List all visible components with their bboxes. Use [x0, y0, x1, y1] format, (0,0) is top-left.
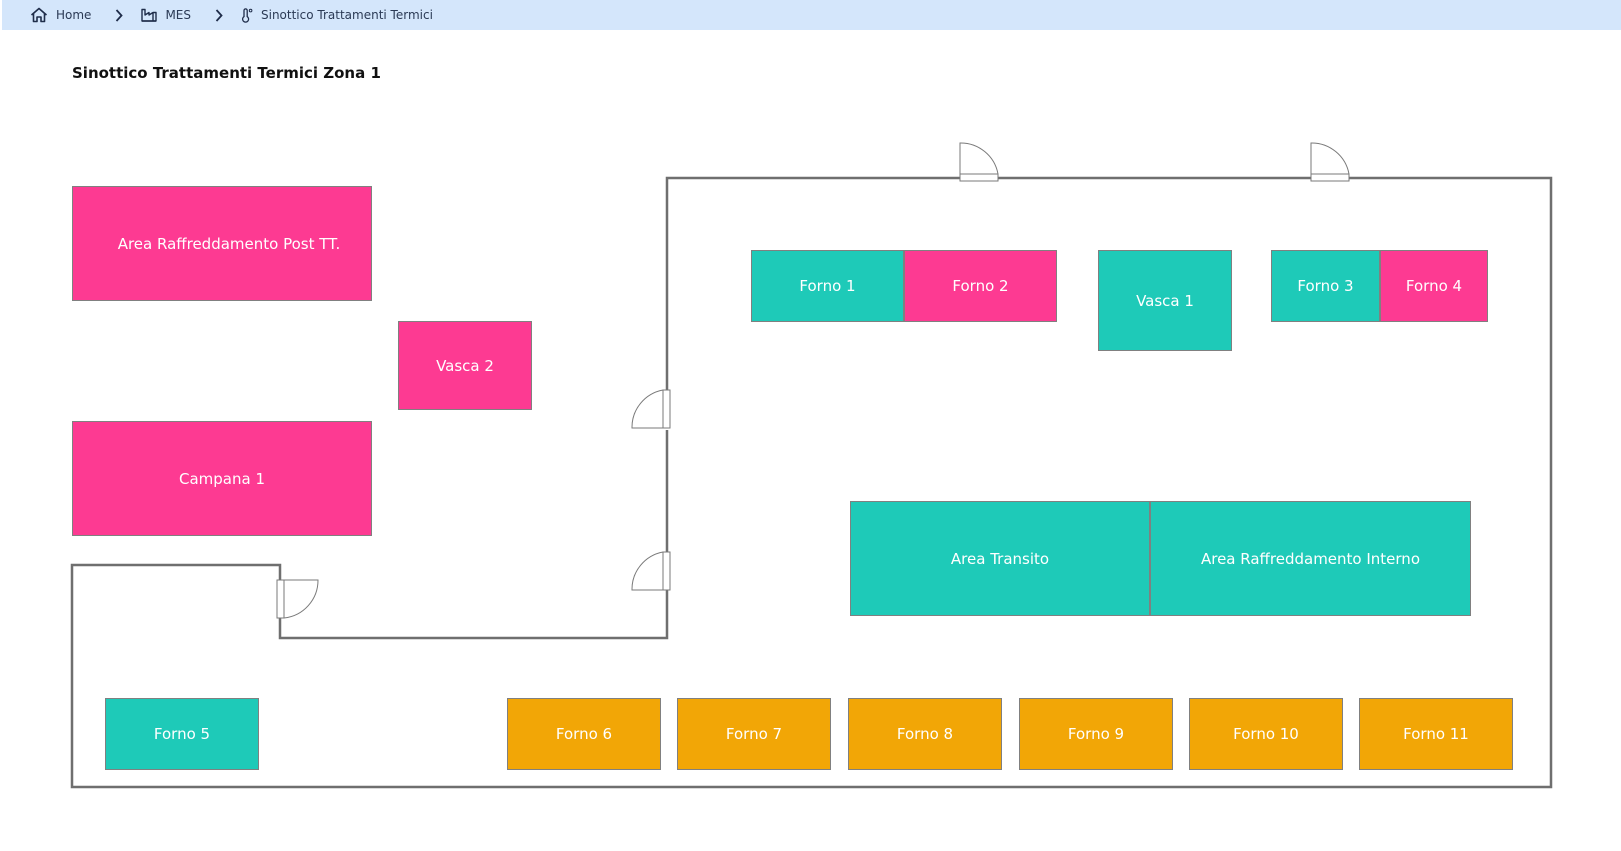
forno-3[interactable]: Forno 3: [1271, 250, 1380, 322]
area-raffreddamento-post-tt[interactable]: Area Raffreddamento Post TT.: [72, 186, 372, 301]
forno-7[interactable]: Forno 7: [677, 698, 831, 770]
factory-icon: [141, 8, 158, 22]
door-icon: [631, 551, 671, 591]
home-icon: [30, 7, 48, 23]
thermometer-icon: [241, 7, 253, 23]
forno-1[interactable]: Forno 1: [751, 250, 904, 322]
breadcrumb-home-label: Home: [56, 8, 92, 22]
breadcrumb-home[interactable]: Home: [30, 7, 91, 23]
forno-9[interactable]: Forno 9: [1019, 698, 1173, 770]
door-icon: [631, 389, 671, 429]
chevron-right-icon: [215, 8, 223, 22]
breadcrumb: Home MES Sinottico Trattamenti Termici: [2, 0, 1621, 30]
forno-2[interactable]: Forno 2: [904, 250, 1057, 322]
forno-8[interactable]: Forno 8: [848, 698, 1002, 770]
breadcrumb-sinottico[interactable]: Sinottico Trattamenti Termici: [241, 7, 433, 23]
breadcrumb-mes[interactable]: MES: [141, 8, 191, 22]
forno-4[interactable]: Forno 4: [1380, 250, 1488, 322]
breadcrumb-sinottico-label: Sinottico Trattamenti Termici: [261, 8, 433, 22]
forno-11[interactable]: Forno 11: [1359, 698, 1513, 770]
door-icon: [959, 142, 999, 182]
breadcrumb-mes-label: MES: [165, 8, 191, 22]
door-icon: [1310, 142, 1350, 182]
forno-5[interactable]: Forno 5: [105, 698, 259, 770]
chevron-right-icon: [115, 8, 124, 22]
area-transito[interactable]: Area Transito: [850, 501, 1150, 616]
area-raffreddamento-interno[interactable]: Area Raffreddamento Interno: [1150, 501, 1471, 616]
forno-6[interactable]: Forno 6: [507, 698, 661, 770]
campana-1[interactable]: Campana 1: [72, 421, 372, 536]
page-title: Sinottico Trattamenti Termici Zona 1: [72, 64, 381, 82]
door-icon: [276, 579, 319, 619]
forno-10[interactable]: Forno 10: [1189, 698, 1343, 770]
vasca-2[interactable]: Vasca 2: [398, 321, 532, 410]
vasca-1[interactable]: Vasca 1: [1098, 250, 1232, 351]
